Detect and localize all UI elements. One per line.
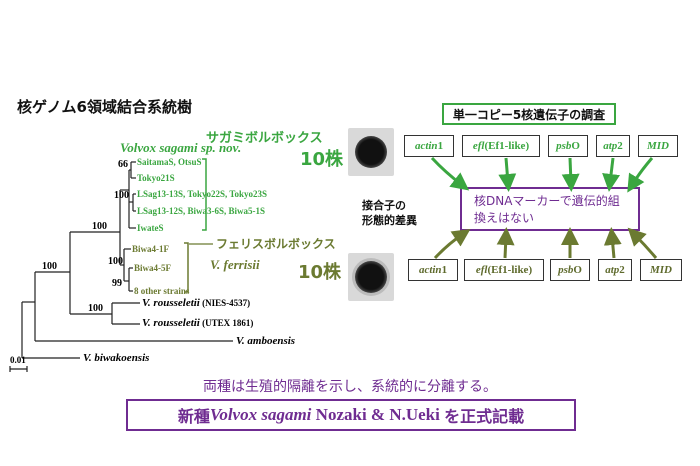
- zygote-label: 接合子の 形態的差異: [362, 198, 417, 228]
- conclusion-text: 両種は生殖的隔離を示し、系統的に分離する。: [203, 379, 497, 395]
- gene-plain: 2: [617, 140, 623, 152]
- banner-latin: Volvox sagami: [209, 405, 312, 424]
- gene-italic: psb: [556, 140, 572, 152]
- sagami-zygote-image: [348, 128, 394, 176]
- gene-italic: actin: [414, 140, 438, 152]
- gene-plain: 1: [437, 140, 444, 152]
- outgroup-strain: (NIES-4537): [199, 298, 251, 308]
- gene-italic: atp: [605, 264, 620, 276]
- sagami-strain-count: 10株: [300, 149, 344, 170]
- ferrisii-taxon: Biwa4-5F: [134, 263, 171, 273]
- gene-box-mid-ferrisii: MID: [640, 259, 682, 281]
- bootstrap-99: 99: [112, 278, 122, 289]
- gene-italic: actin: [418, 264, 442, 276]
- gene-plain: 1: [441, 264, 448, 276]
- ferrisii-taxon: 8 other strains: [134, 286, 190, 296]
- gene-italic: efl: [475, 264, 488, 276]
- gene-plain: 2: [619, 264, 625, 276]
- gene-italic: MID: [646, 140, 669, 152]
- zygote-label-line: 形態的差異: [362, 214, 417, 227]
- ferrisii-zygote-image: [348, 253, 394, 301]
- outgroup-biwakoensis: V. biwakoensis: [83, 352, 150, 364]
- sagami-taxon: SaitamaS, OtsuS: [137, 157, 202, 167]
- gene-italic: MID: [649, 264, 672, 276]
- sagami-jp-label: サガミボルボックス: [206, 131, 323, 146]
- bootstrap-volvox: 100: [114, 190, 129, 201]
- sagami-taxon: Tokyo21S: [137, 173, 175, 183]
- outgroup-taxon: V. rousseletii (UTEX 1861): [142, 317, 253, 329]
- scale-label: 0.01: [10, 355, 26, 365]
- gene-plain: O: [571, 140, 580, 152]
- bootstrap-ferrisii: 100: [108, 256, 123, 267]
- outgroup-name: V. rousseletii: [142, 317, 200, 329]
- bootstrap-root: 100: [42, 261, 57, 272]
- banner-pre: 新種: [177, 407, 210, 426]
- gene-plain: (Ef1-like): [487, 264, 533, 276]
- survey-title-box: 単一コピー5核遺伝子の調査: [442, 103, 616, 125]
- result-line: 核DNAマーカーで遺伝的組: [474, 194, 620, 208]
- tree-title: 核ゲノム6領域結合系統樹: [17, 98, 192, 116]
- gene-plain: O: [573, 264, 582, 276]
- gene-italic: efl: [472, 140, 485, 152]
- ferrisii-taxon: Biwa4-1F: [132, 244, 169, 254]
- outgroup-strain: (UTEX 1861): [199, 318, 254, 328]
- zygote-label-line: 接合子の: [362, 199, 406, 212]
- banner-post: を正式記載: [444, 407, 525, 426]
- outgroup-name: V. rousseletii: [142, 297, 200, 309]
- sagami-taxon: LSag13-12S, Biwa3-6S, Biwa5-1S: [137, 206, 266, 216]
- gene-plain: (Ef1-like): [484, 140, 530, 152]
- banner-authors: Nozaki & N.Ueki: [311, 405, 445, 424]
- ferrisii-jp-label: フェリスボルボックス: [216, 237, 336, 251]
- bootstrap-sagami-ferrisii: 100: [92, 221, 107, 232]
- gene-italic: psb: [558, 264, 574, 276]
- sagami-taxon: LSag13-13S, Tokyo22S, Tokyo23S: [137, 189, 268, 199]
- gene-box-efl-ferrisii: efl (Ef1-like): [464, 259, 544, 281]
- gene-box-mid-sagami: MID: [638, 135, 678, 157]
- gene-italic: atp: [603, 140, 618, 152]
- sagami-latin-name: Volvox sagami sp. nov.: [120, 140, 242, 155]
- recombination-result-box: 核DNAマーカーで遺伝的組 換えはない: [460, 187, 640, 231]
- bootstrap-rousseletii: 100: [88, 303, 103, 314]
- outgroup-amboensis: V. amboensis: [236, 335, 296, 347]
- outgroup-taxon: V. rousseletii (NIES-4537): [142, 297, 250, 309]
- ferrisii-strain-count: 10株: [298, 262, 342, 283]
- result-line: 換えはない: [474, 211, 535, 225]
- gene-box-efl-sagami: efl (Ef1-like): [462, 135, 540, 157]
- bootstrap-66: 66: [118, 159, 128, 170]
- ferrisii-latin-name: V. ferrisii: [210, 257, 260, 272]
- sagami-taxon: IwateS: [137, 223, 164, 233]
